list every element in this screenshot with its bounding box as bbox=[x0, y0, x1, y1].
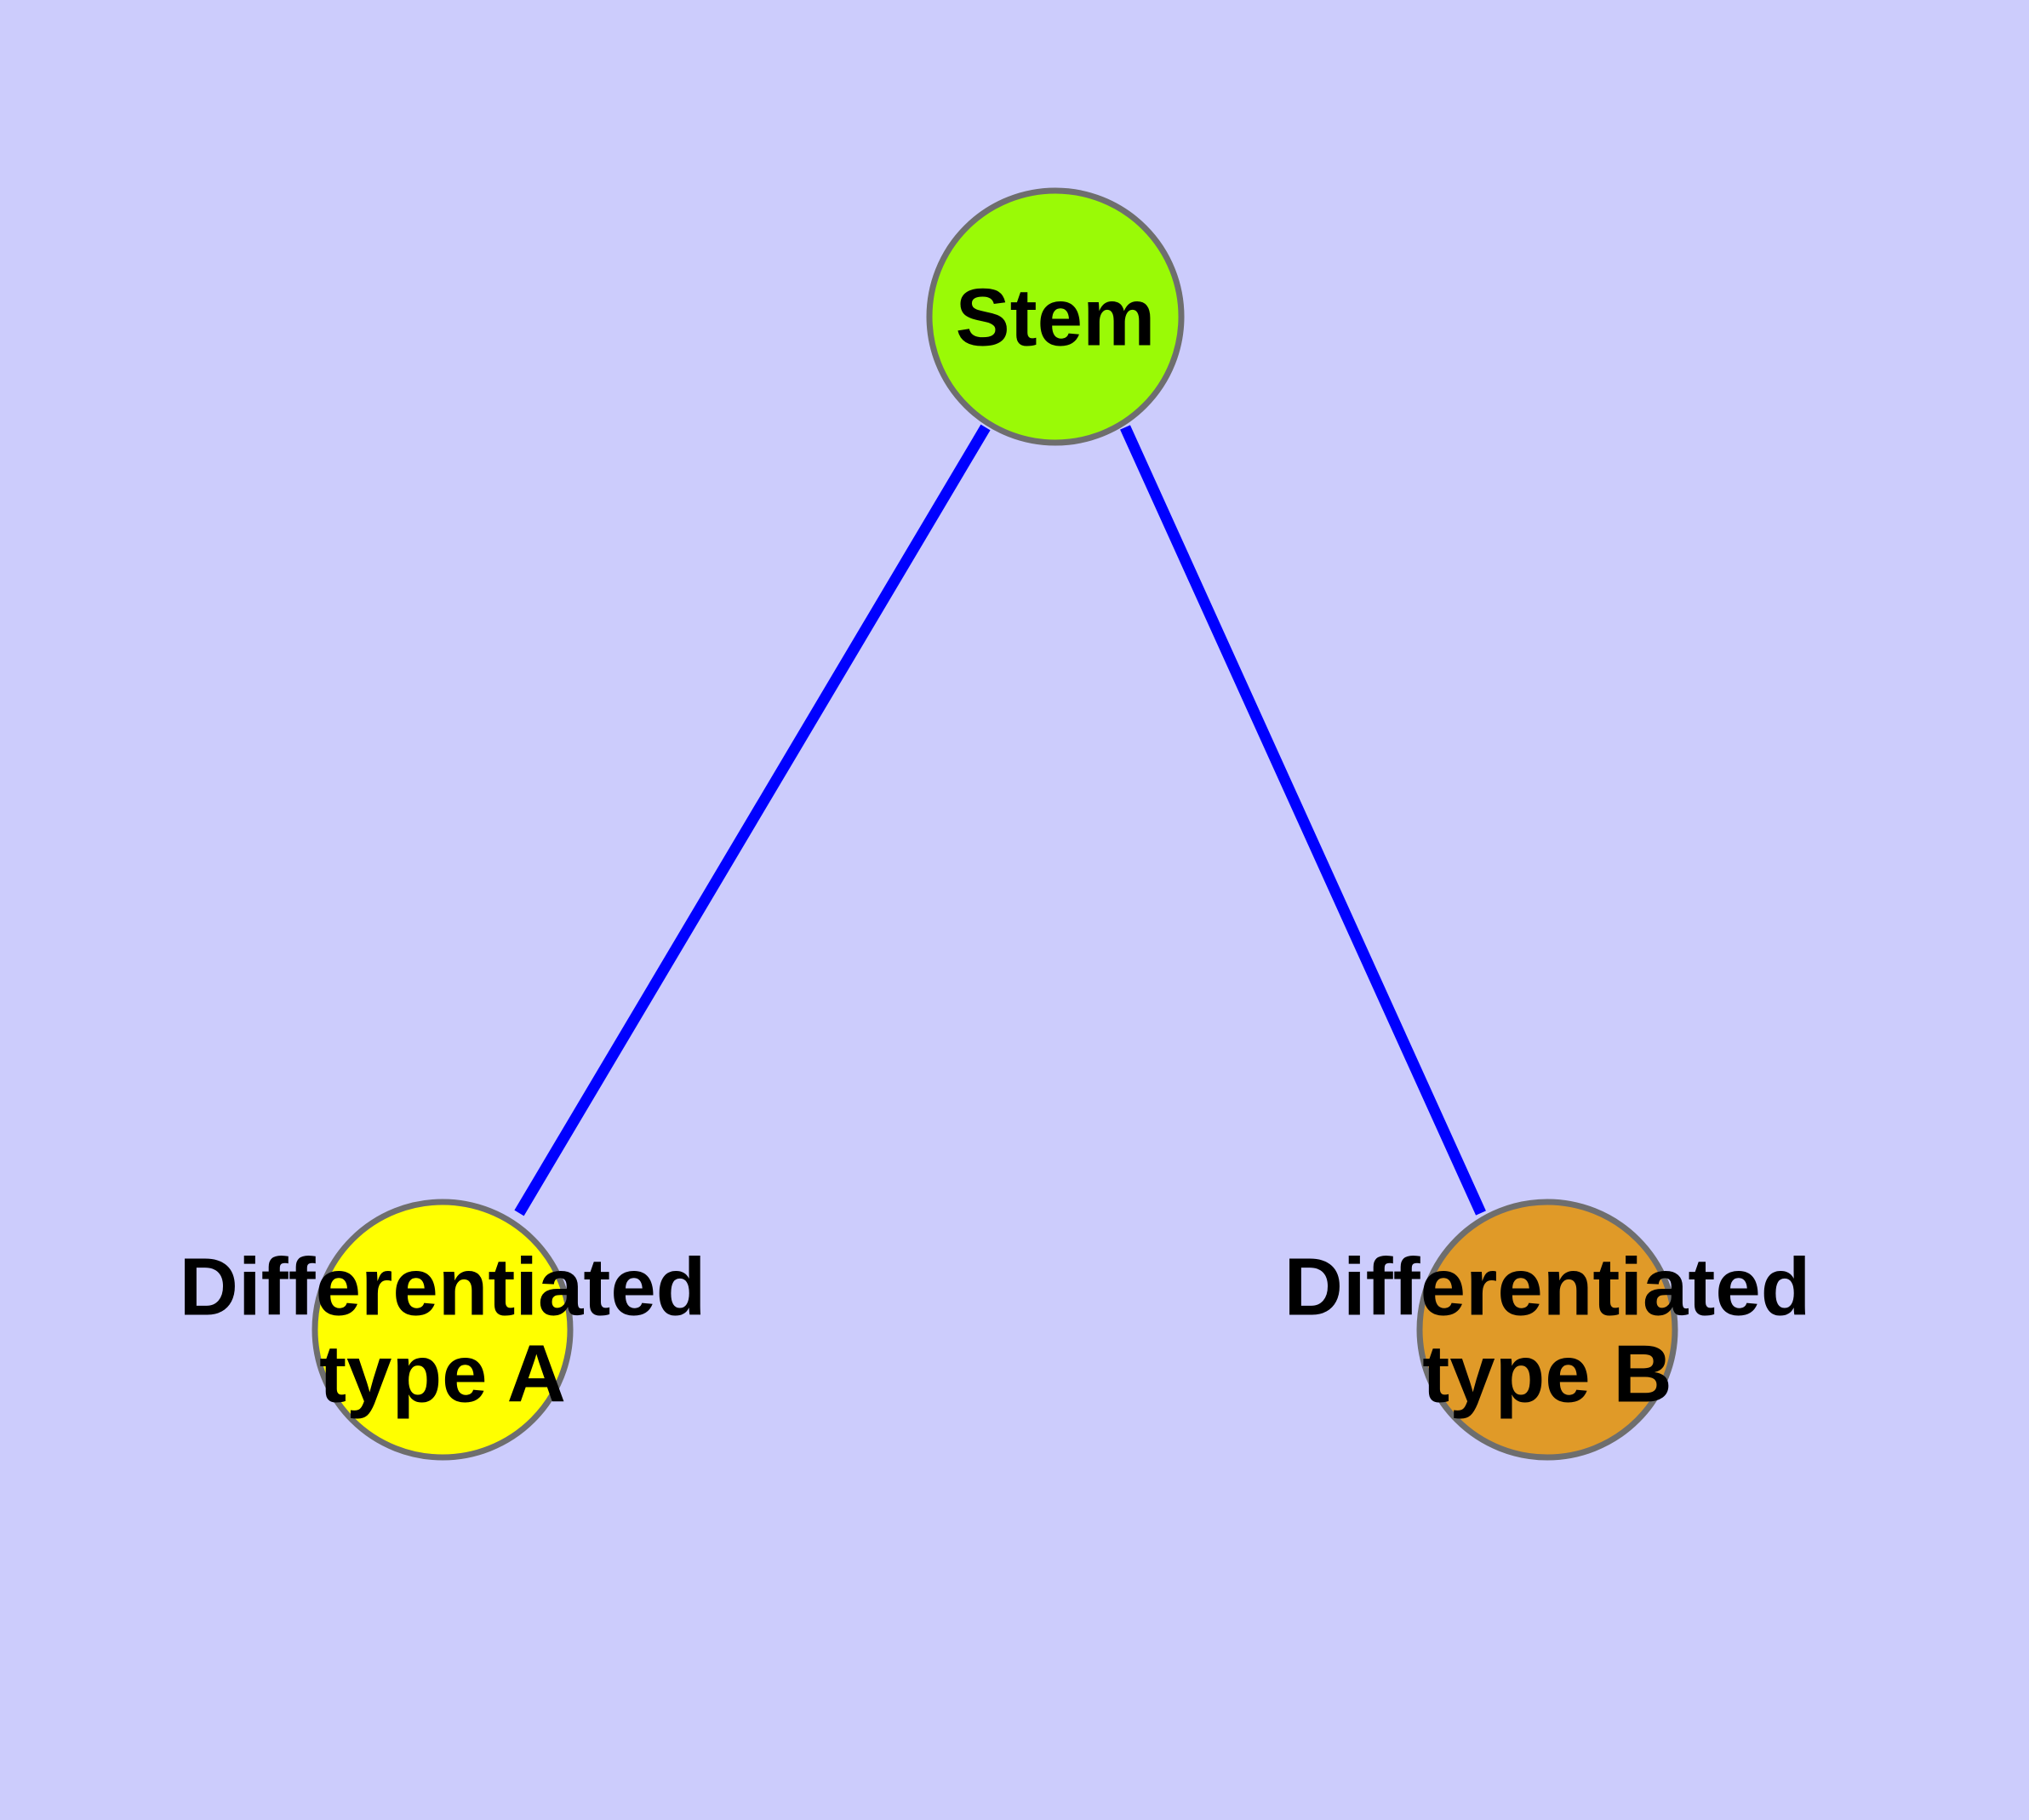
graph-node-diff-b[interactable] bbox=[1416, 1199, 1678, 1461]
graph-node-label-line: Differentiated bbox=[1284, 1242, 1811, 1333]
graph-node-label-line: type B bbox=[1422, 1328, 1672, 1419]
graph-node-label-line: type A bbox=[319, 1328, 566, 1419]
edges-layer bbox=[514, 424, 1486, 1216]
graph-edge-stem-to-diff-a[interactable] bbox=[514, 424, 991, 1216]
graph-node-label-line: Differentiated bbox=[180, 1242, 706, 1333]
graph-node-stem[interactable] bbox=[926, 187, 1185, 446]
graph-edge-stem-to-diff-b[interactable] bbox=[1120, 425, 1486, 1216]
graph-node-diff-a[interactable] bbox=[311, 1199, 574, 1461]
nodes-layer bbox=[311, 187, 1678, 1461]
graph-node-label-stem: Stem bbox=[956, 272, 1156, 363]
graph-node-label-line: Stem bbox=[956, 272, 1156, 363]
